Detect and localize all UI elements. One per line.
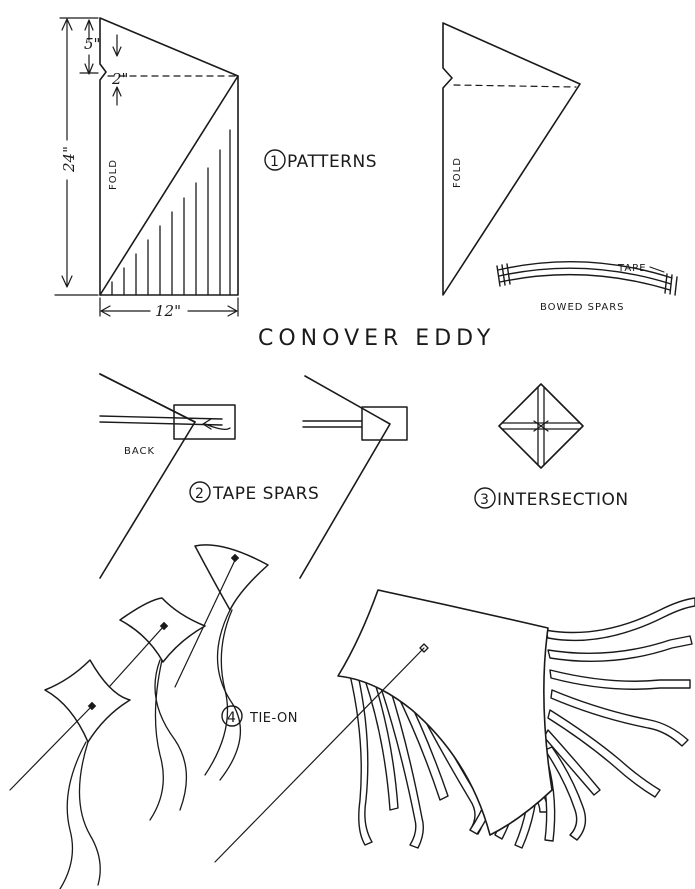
- dimension-5in: 5": [84, 35, 100, 53]
- step3-title: INTERSECTION: [497, 490, 629, 510]
- step2-number: 2: [195, 486, 204, 502]
- tape-spars-right: [299, 375, 408, 579]
- step2-number-circle: [189, 481, 211, 503]
- step4-title: TIE-ON: [249, 711, 298, 726]
- kite-train: [9, 544, 269, 889]
- step2-title: TAPE SPARS: [212, 484, 319, 504]
- fold-label-left: FOLD: [108, 159, 119, 190]
- dimension-24in: 24": [60, 146, 78, 173]
- step4-number: 4: [227, 710, 236, 726]
- pattern-right: FOLD: [442, 22, 581, 296]
- tape-spars-left: BACK: [99, 373, 236, 579]
- bowed-spars-label: BOWED SPARS: [540, 302, 625, 313]
- step3-number: 3: [480, 492, 489, 508]
- step1-label: 1 PATTERNS: [264, 149, 377, 172]
- step3-number-circle: [474, 487, 496, 509]
- dimension-2in: 2": [111, 70, 128, 88]
- dashed-line-right: [453, 84, 577, 88]
- tape-label: TAPE: [617, 263, 647, 274]
- intersection-diagram: [498, 383, 584, 469]
- step4-label: 4 TIE-ON: [221, 705, 298, 727]
- step1-number: 1: [270, 154, 279, 170]
- flying-line: [214, 647, 425, 863]
- pattern-outline-right: [442, 22, 581, 296]
- pattern-left: 5" 2" 24" 12" FOLD: [54, 17, 239, 320]
- fold-label-right: FOLD: [452, 157, 463, 188]
- bowed-spars: TAPE BOWED SPARS: [496, 260, 678, 313]
- dimension-12in: 12": [155, 302, 181, 320]
- large-kite-body: [337, 589, 553, 836]
- step2-label: 2 TAPE SPARS: [189, 481, 319, 504]
- bridle-knot: [419, 643, 429, 653]
- hatching: [111, 129, 231, 296]
- dimension-lines: [54, 17, 239, 317]
- diagram-title: CONOVER EDDY: [258, 326, 495, 351]
- large-kite: [214, 589, 695, 863]
- step1-number-circle: [264, 149, 286, 171]
- pattern-outline-left: [99, 17, 239, 296]
- step4-number-circle: [221, 705, 243, 727]
- tape-pointer: [649, 266, 665, 273]
- step3-label: 3 INTERSECTION: [474, 487, 629, 510]
- back-label: BACK: [124, 446, 155, 457]
- step1-title: PATTERNS: [287, 152, 377, 172]
- diagonal-cut: [99, 75, 239, 296]
